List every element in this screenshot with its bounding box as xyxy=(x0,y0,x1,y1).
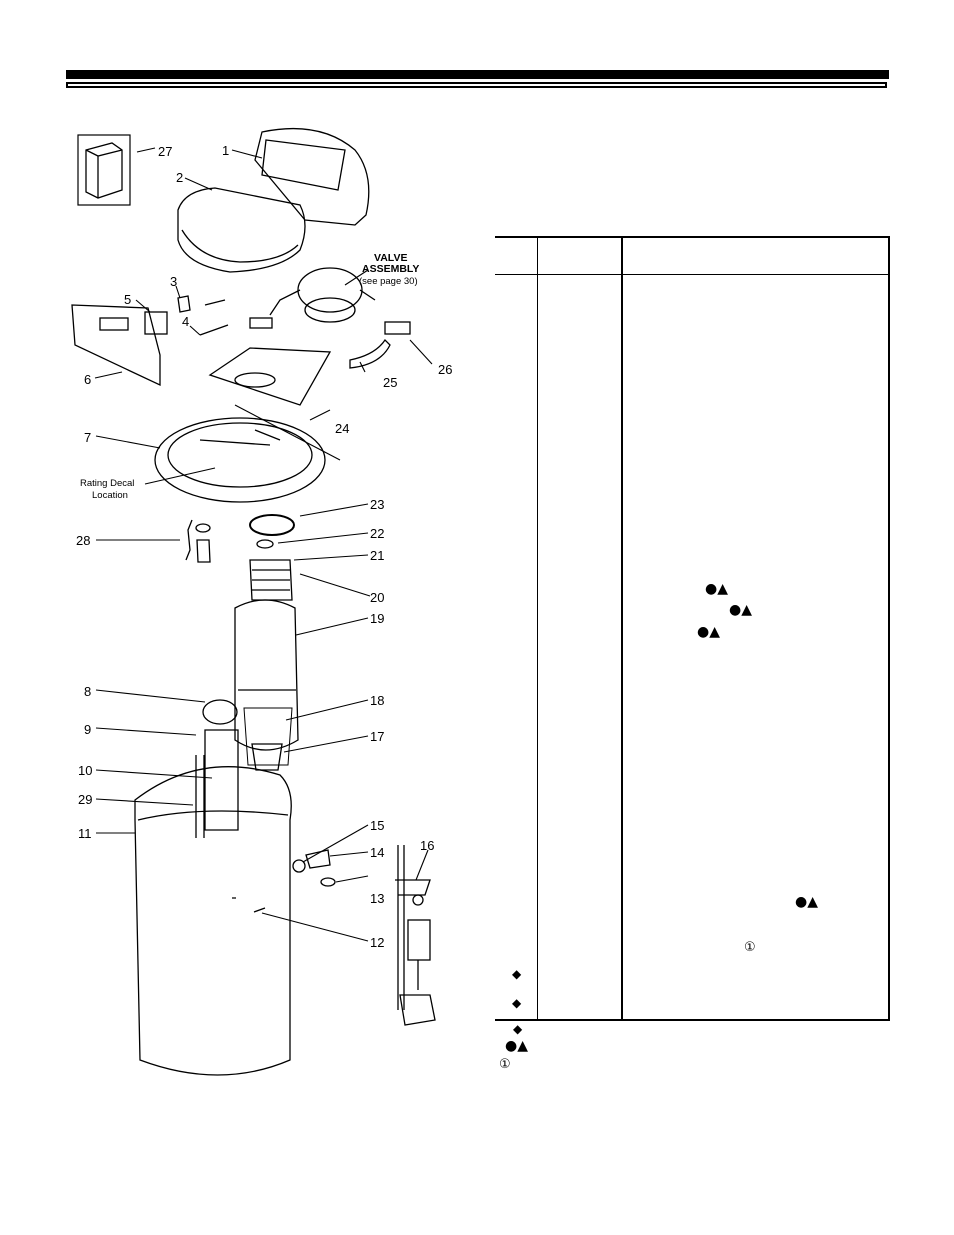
header-rule-thin xyxy=(66,82,887,88)
callout-19: 19 xyxy=(370,611,384,626)
callout-10: 10 xyxy=(78,763,92,778)
parts-list-table xyxy=(495,236,890,1021)
callout-4: 4 xyxy=(182,314,189,329)
brine-valve xyxy=(249,559,293,601)
dot-triangle-symbol: ●▲ xyxy=(697,624,720,640)
diamond-symbol: ◆ xyxy=(512,967,522,981)
callout-15: 15 xyxy=(370,818,384,833)
dot-triangle-symbol: ●▲ xyxy=(795,894,818,910)
callout-28: 28 xyxy=(76,533,90,548)
table-column-divider-1 xyxy=(537,238,538,1019)
table-column-divider-2 xyxy=(621,238,623,1019)
valve-assembly-label-2: ASSEMBLY xyxy=(362,263,419,275)
callout-2: 2 xyxy=(176,170,183,185)
lid xyxy=(177,187,306,273)
cover-plate xyxy=(208,347,332,406)
rating-decal-label-1: Rating Decal xyxy=(80,478,134,489)
rating-decal-label-2: Location xyxy=(92,490,128,501)
transformer-box xyxy=(77,134,131,206)
cover xyxy=(254,127,370,226)
callout-12: 12 xyxy=(370,935,384,950)
callout-20: 20 xyxy=(370,590,384,605)
dot-triangle-symbol: ●▲ xyxy=(729,602,752,618)
callout-14: 14 xyxy=(370,845,384,860)
callout-11: 11 xyxy=(78,826,92,841)
callout-17: 17 xyxy=(370,729,384,744)
callout-18: 18 xyxy=(370,693,384,708)
dot-triangle-symbol: ●▲ xyxy=(705,581,728,597)
callout-1: 1 xyxy=(222,143,229,158)
transformer xyxy=(85,142,123,199)
callout-8: 8 xyxy=(84,684,91,699)
exploded-parts-diagram: 1 2 3 4 5 6 7 8 9 10 11 12 13 14 15 16 1… xyxy=(71,127,452,1076)
diamond-symbol: ◆ xyxy=(512,996,522,1010)
callout-26: 26 xyxy=(438,362,452,377)
valve-assembly-label-1: VALVE xyxy=(374,252,407,264)
footnote-diamond-symbol: ◆ xyxy=(513,1022,523,1036)
callout-23: 23 xyxy=(370,497,384,512)
salt-cabinet xyxy=(134,766,292,1076)
timer-bracket xyxy=(71,304,161,387)
callout-16: 16 xyxy=(420,838,434,853)
brine-well xyxy=(204,729,239,831)
table-header-rule xyxy=(495,274,888,275)
callout-5: 5 xyxy=(124,292,131,307)
callout-13: 13 xyxy=(370,891,384,906)
callout-29: 29 xyxy=(78,792,92,807)
callout-22: 22 xyxy=(370,526,384,541)
callout-6: 6 xyxy=(84,372,91,387)
brine-well-cap xyxy=(202,699,238,725)
callout-9: 9 xyxy=(84,722,91,737)
header-rule-thick xyxy=(66,70,889,79)
valve-assembly-label-3: (see page 30) xyxy=(359,276,418,287)
resin-tank xyxy=(234,599,299,751)
valve-assembly xyxy=(297,267,363,313)
callout-27: 27 xyxy=(158,144,172,159)
callout-21: 21 xyxy=(370,548,384,563)
callout-3: 3 xyxy=(170,274,177,289)
circled-one-symbol: ① xyxy=(744,940,756,955)
footnote-circled-one-symbol: ① xyxy=(499,1057,511,1072)
tray xyxy=(154,417,326,503)
footnote-dot-triangle-symbol: ●▲ xyxy=(505,1038,528,1054)
float-assembly xyxy=(397,845,405,1010)
callout-25: 25 xyxy=(383,375,397,390)
callout-24: 24 xyxy=(335,421,349,436)
callout-7: 7 xyxy=(84,430,91,445)
